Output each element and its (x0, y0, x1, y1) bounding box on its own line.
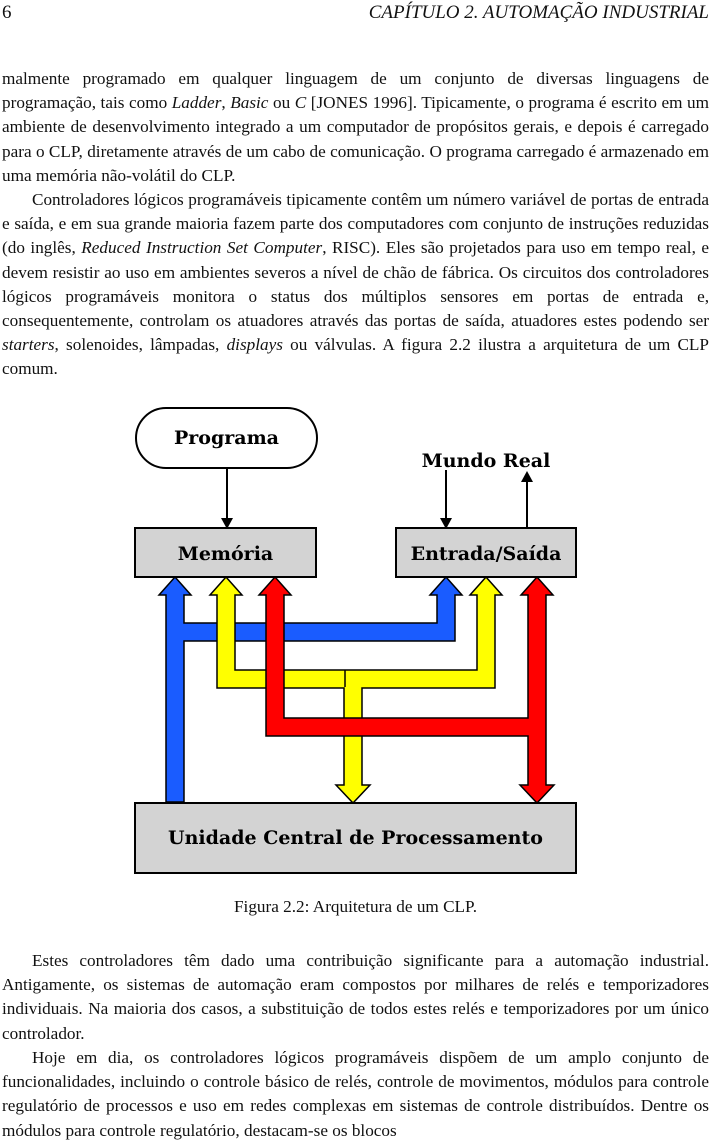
architecture-diagram: Programa Mundo Real Memória Entrada/Saíd… (134, 407, 577, 874)
paragraph-4: Hoje em dia, os controladores lógicos pr… (2, 1046, 709, 1143)
cpu-label: Unidade Central de Processamento (168, 827, 543, 849)
entrada-saida-label: Entrada/Saída (411, 543, 562, 565)
yellow-bus (208, 575, 504, 805)
text-run: [JONES 1996]. Tipicamente, o programa é … (2, 93, 709, 185)
page-number: 6 (2, 2, 12, 23)
mundo-real-out-head (521, 471, 533, 482)
text-run: ou (268, 93, 295, 113)
memoria-box (134, 527, 317, 578)
figure-clp-architecture: Programa Mundo Real Memória Entrada/Saíd… (0, 400, 711, 880)
text-run: , (221, 93, 231, 113)
italic-term: Reduced Instruction Set Computer (81, 238, 323, 258)
text-run: malmente programado em qualquer linguage… (2, 69, 709, 113)
paragraph-4-text: Hoje em dia, os controladores lógicos pr… (2, 1048, 709, 1140)
mundo-real-label: Mundo Real (422, 450, 551, 472)
mundo-real-in-head (440, 518, 452, 529)
paragraph-3-text: Estes controladores têm dado uma contrib… (2, 951, 709, 1043)
page-header: 6 CAPÍTULO 2. AUTOMAÇÃO INDUSTRIAL (0, 0, 711, 26)
memoria-label: Memória (178, 543, 273, 565)
text-run: , RISC). Eles são projetados para uso em… (2, 238, 710, 331)
programa-label: Programa (174, 427, 279, 449)
text-run: Controladores lógicos programáveis tipic… (2, 190, 709, 258)
chapter-title: CAPÍTULO 2. AUTOMAÇÃO INDUSTRIAL (368, 2, 709, 23)
red-bus (257, 575, 556, 805)
text-run: , solenoides, lâmpadas, (54, 335, 227, 355)
paragraph-3: Estes controladores têm dado uma contrib… (2, 949, 709, 1046)
italic-term: displays (226, 335, 283, 355)
figure-caption: Figura 2.2: Arquitetura de um CLP. (234, 897, 477, 916)
italic-term: Basic (230, 93, 269, 113)
cpu-box (134, 802, 577, 874)
italic-term: Ladder (171, 93, 222, 113)
paragraph-1: malmente programado em qualquer linguage… (2, 67, 709, 188)
programa-arrow-head (221, 518, 233, 529)
italic-term: starters (2, 335, 55, 355)
blue-bus (157, 575, 464, 803)
entrada-saida-box (395, 527, 577, 578)
italic-term: C (294, 93, 307, 113)
text-run: ou válvulas. A figura 2.2 ilustra a arqu… (2, 335, 709, 379)
paragraph-2: Controladores lógicos programáveis tipic… (2, 188, 709, 382)
